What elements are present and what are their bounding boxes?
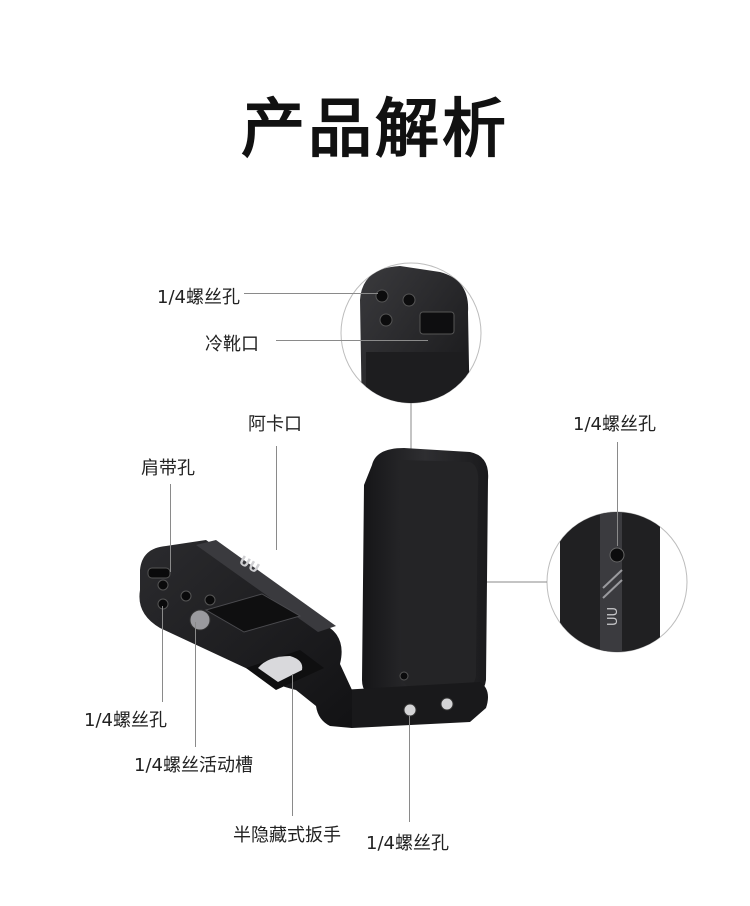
side-detail-magnifier: UU	[546, 511, 688, 653]
leader-cold-shoe	[276, 340, 428, 341]
leader-quarter-slot	[195, 622, 196, 747]
leader-strap-hole	[170, 484, 171, 572]
page-title: 产品解析	[241, 93, 509, 167]
label-quarter-hole-bottom: 1/4螺丝孔	[366, 833, 449, 854]
leader-quarter-hole-bottom	[409, 716, 410, 822]
label-quarter-slot: 1/4螺丝活动槽	[134, 755, 253, 776]
leader-quarter-hole-left	[162, 606, 163, 702]
label-quarter-hole-right: 1/4螺丝孔	[573, 414, 656, 435]
label-cold-shoe: 冷靴口	[205, 334, 259, 355]
label-quarter-hole-top: 1/4螺丝孔	[157, 287, 240, 308]
top-detail-magnifier	[340, 262, 482, 404]
brand-mark-side: UU	[606, 607, 621, 626]
label-arca-slot: 阿卡口	[248, 414, 302, 435]
leader-hidden-wrench	[292, 674, 293, 816]
label-hidden-wrench: 半隐藏式扳手	[233, 825, 341, 846]
leader-quarter-hole-top	[244, 293, 378, 294]
leader-arca-slot	[276, 446, 277, 550]
label-strap-hole: 肩带孔	[141, 458, 195, 479]
l-bracket-product: UU	[139, 448, 489, 728]
leader-quarter-hole-right	[617, 442, 618, 546]
label-quarter-hole-left: 1/4螺丝孔	[84, 710, 167, 731]
